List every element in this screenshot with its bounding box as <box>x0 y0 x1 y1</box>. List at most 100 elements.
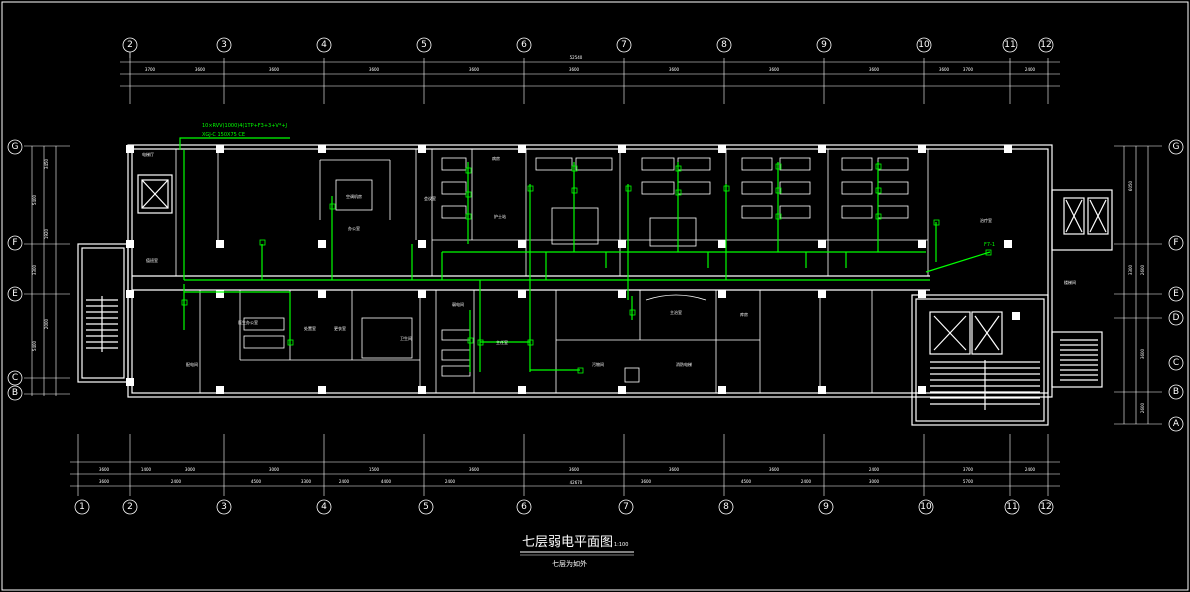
dim-bot2-5: 2400 <box>339 479 350 484</box>
dim-bot1-1: 3600 <box>99 467 110 472</box>
dim-top-6: 3600 <box>569 67 580 72</box>
axis-right-G: G <box>1173 142 1180 152</box>
dim-bot1-10: 2400 <box>869 467 880 472</box>
axis-labels-top: 2 3 4 5 6 7 8 9 10 11 12 <box>127 40 1052 50</box>
tray-spec-text: XGJ-C 150X75 CE <box>202 132 245 138</box>
axis-top-5: 5 <box>421 40 427 50</box>
dim-bottom-row-1: 3600 1400 3000 3000 1500 3600 3600 3600 … <box>99 467 1036 472</box>
axis-bot-2: 2 <box>127 502 133 512</box>
room-labels: 电梯厅 空调机房 办公室 会议室 病房 护士站 治疗室 值班室 医生办公室 处置… <box>142 151 1076 367</box>
dim-bot1-2: 1400 <box>141 467 152 472</box>
room-label-2: 空调机房 <box>346 193 362 199</box>
room-label-18: 楼梯间 <box>1064 279 1076 285</box>
room-label-16: 主治室 <box>670 309 682 315</box>
dim-top-1: 3700 <box>145 67 156 72</box>
axis-bot-1: 1 <box>79 502 85 512</box>
weak-current-wiring <box>179 137 991 372</box>
dim-top-2: 3600 <box>195 67 206 72</box>
dim-top-9: 3600 <box>869 67 880 72</box>
axis-top-12: 12 <box>1040 40 1051 50</box>
room-label-3: 办公室 <box>348 225 360 231</box>
dim-bot2-12: 5700 <box>963 479 974 484</box>
dim-bot2-1: 3600 <box>99 479 110 484</box>
axis-bot-9: 9 <box>823 502 829 512</box>
dim-bot1-3: 3000 <box>185 467 196 472</box>
dim-top-11: 3700 <box>963 67 974 72</box>
dim-bot2-4: 3300 <box>301 479 312 484</box>
axis-labels-left: G F E C B <box>12 142 19 398</box>
axis-bot-6: 6 <box>521 502 527 512</box>
dim-bot1-4: 3000 <box>269 467 280 472</box>
dim-left-1: 3450 <box>44 158 49 169</box>
dim-bottom-row-2: 3600 2400 4500 3300 2400 4400 2400 3600 … <box>99 479 974 484</box>
axis-bot-12: 12 <box>1040 502 1051 512</box>
dimension-lines-bottom <box>70 434 1060 496</box>
axis-bot-8: 8 <box>723 502 729 512</box>
dim-bot1-8: 3600 <box>669 467 680 472</box>
axis-top-2: 2 <box>127 40 133 50</box>
axis-bubbles-top <box>122 37 1054 58</box>
axis-bot-11: 11 <box>1006 502 1017 512</box>
dim-bot2-7: 2400 <box>445 479 456 484</box>
dim-bot2-10: 2400 <box>801 479 812 484</box>
room-label-20: 污物间 <box>592 361 604 367</box>
dim-left-6: 5400 <box>32 340 37 351</box>
dim-bot2-8: 3600 <box>641 479 652 484</box>
dim-right-2: 2600 <box>1140 264 1145 275</box>
axis-top-10: 10 <box>918 40 930 50</box>
room-label-8: 值班室 <box>146 257 158 263</box>
dimension-lines-sides <box>24 145 1162 425</box>
dim-bot1-11: 3700 <box>963 467 974 472</box>
dim-bottom-total: 42670 <box>570 480 583 485</box>
axis-top-3: 3 <box>221 40 227 50</box>
axis-left-E: E <box>12 289 18 299</box>
room-label-17: 库房 <box>740 311 748 317</box>
axis-bot-4: 4 <box>321 502 327 512</box>
dim-right-5: 2600 <box>1140 402 1145 413</box>
axis-right-A: A <box>1173 419 1180 429</box>
axis-top-6: 6 <box>521 40 527 50</box>
dim-right-1: 6050 <box>1128 180 1133 191</box>
dim-left-5: 2000 <box>44 318 49 329</box>
axis-bubbles-left <box>7 139 23 401</box>
dim-bot1-12: 2400 <box>1025 467 1036 472</box>
axis-right-D: D <box>1173 313 1180 323</box>
dim-bot1-7: 3600 <box>569 467 580 472</box>
wiring-outlets <box>181 163 992 374</box>
dim-top-4: 3600 <box>369 67 380 72</box>
room-label-11: 更衣室 <box>334 325 346 331</box>
axis-bot-5: 5 <box>423 502 429 512</box>
room-label-1: 电梯厅 <box>142 151 154 157</box>
dim-bot1-9: 3600 <box>769 467 780 472</box>
dim-top-5: 3600 <box>469 67 480 72</box>
axis-bubbles-right <box>1168 139 1184 432</box>
drawing-title: 七层弱电平面图 <box>522 535 613 550</box>
dim-top-12: 2400 <box>1025 67 1036 72</box>
dim-top-total: 52540 <box>570 55 583 60</box>
dim-bot2-11: 3000 <box>869 479 880 484</box>
axis-labels-right: G F E D C B A <box>1173 142 1180 429</box>
axis-top-11: 11 <box>1004 40 1015 50</box>
building-walls <box>77 144 1113 426</box>
drawing-scale: 1:100 <box>614 542 628 548</box>
drawing-subtitle: 七层为如外 <box>552 559 587 568</box>
dim-bot2-6: 4400 <box>381 479 392 484</box>
dim-right-4: 3600 <box>1140 348 1145 359</box>
axis-top-4: 4 <box>321 40 327 50</box>
room-label-10: 处置室 <box>304 325 316 331</box>
structural-columns <box>126 145 1020 394</box>
room-label-7: 治疗室 <box>980 217 992 223</box>
dim-left-3: 1920 <box>44 228 49 239</box>
room-label-15: 主任室 <box>496 339 508 345</box>
dim-left-side: 3450 5400 1920 3300 2000 5400 <box>32 158 49 351</box>
room-label-13: 配电间 <box>186 361 198 367</box>
room-label-9: 医生办公室 <box>238 319 258 325</box>
axis-left-G: G <box>12 142 19 152</box>
dim-top-row: 3700 3600 3600 3600 3600 3600 3600 3600 … <box>145 67 1036 72</box>
axis-right-E: E <box>1173 289 1179 299</box>
axis-left-B: B <box>12 388 18 398</box>
axis-top-8: 8 <box>721 40 727 50</box>
axis-bubbles-bottom <box>74 499 1054 515</box>
dimension-lines-top <box>120 58 1060 104</box>
